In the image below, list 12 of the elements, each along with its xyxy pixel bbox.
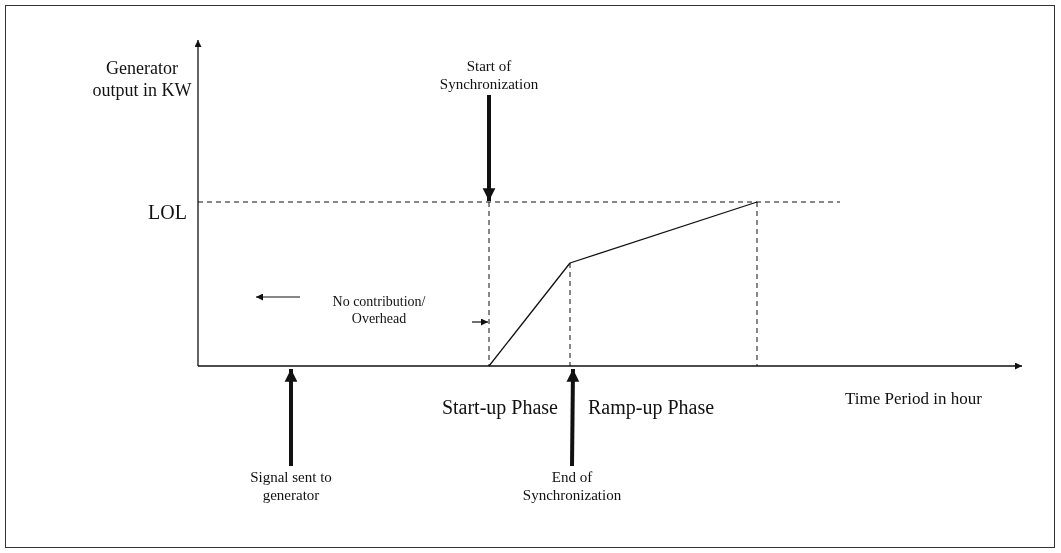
- arrow: [482, 95, 496, 201]
- phase-label: Ramp-up Phase: [588, 395, 716, 419]
- annotation-text: Start of Synchronization: [429, 57, 549, 93]
- annotation-text: Signal sent to generator: [226, 468, 356, 504]
- axis-label: Time Period in hour: [845, 389, 983, 410]
- level-label: LOL: [147, 200, 187, 224]
- span-label: No contribution/ Overhead: [331, 294, 427, 328]
- arrow: [566, 368, 580, 467]
- axis-label: Generator output in KW: [92, 58, 192, 102]
- arrow: [284, 369, 298, 466]
- annotation-text: End of Synchronization: [512, 468, 632, 504]
- phase-label: Start-up Phase: [440, 395, 558, 419]
